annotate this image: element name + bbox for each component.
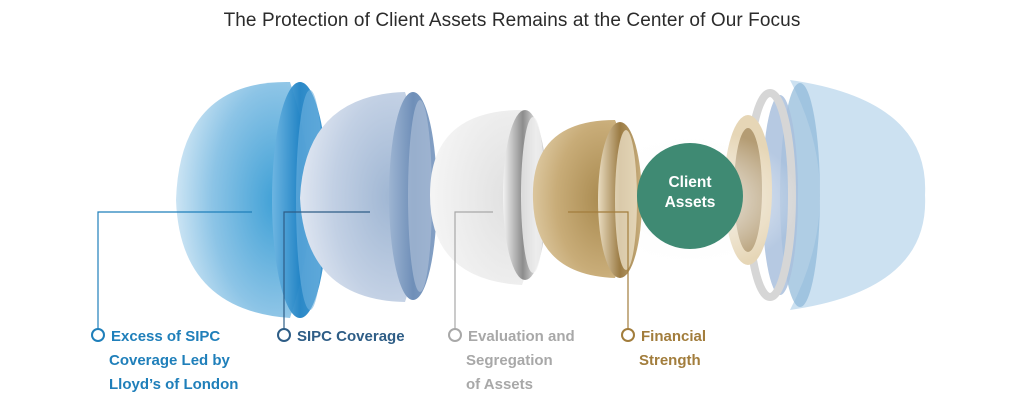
label-evaluation-line3: of Assets [466,376,533,393]
lens-evaluation-segregation [430,110,547,285]
ring-marker-icon [448,328,462,342]
label-excess-sipc: Excess of SIPC Coverage Led by Lloyd’s o… [91,325,238,397]
label-financial-strength-line1: Financial [641,328,707,345]
label-evaluation-segregation: Evaluation and Segregation of Assets [448,325,575,397]
center-label-line2: Assets [664,194,716,211]
label-sipc-coverage-line1: SIPC Coverage [297,328,405,345]
ring-marker-icon [277,328,291,342]
label-evaluation-line2: Segregation [466,352,553,369]
ring-marker-icon [621,328,635,342]
label-evaluation-line1: Evaluation and [468,328,575,345]
client-assets-circle [637,143,743,249]
ring-marker-icon [91,328,105,342]
diagram-title: The Protection of Client Assets Remains … [223,10,801,31]
label-excess-sipc-line1: Excess of SIPC [111,328,221,345]
center-label: Client Assets [638,173,742,213]
lens-financial-strength [532,120,642,278]
label-financial-strength-line2: Strength [639,352,701,369]
leader-lines [97,211,629,330]
label-financial-strength: Financial Strength [621,325,706,373]
label-excess-sipc-line2: Coverage Led by [109,352,230,369]
label-sipc-coverage: SIPC Coverage [277,325,405,349]
center-label-line1: Client [668,174,712,191]
lens-sipc-coverage [300,92,437,302]
label-excess-sipc-line3: Lloyd’s of London [109,376,239,393]
